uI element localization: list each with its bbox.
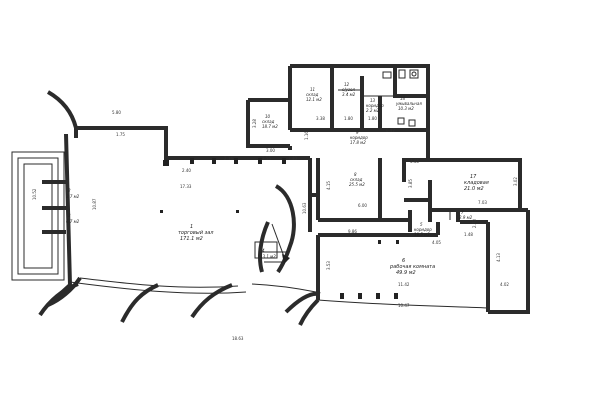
room-4-area: 13.1 м2 (260, 254, 276, 259)
room-17-area: 21.0 м2 (464, 186, 484, 192)
dim-label: 1.80 (344, 116, 353, 121)
room-4-num: 4 (262, 248, 265, 253)
room-13-num: 13 (370, 98, 376, 103)
room-12-area: 3.4 м2 (342, 92, 356, 97)
staircase (254, 184, 296, 274)
dim-label: 6.42 (386, 128, 395, 133)
room-8-area: 25.5 м2 (349, 182, 365, 187)
dim-label: 10.52 (32, 188, 37, 200)
dim-label: 4.15 (326, 181, 331, 190)
outer-walls (46, 64, 530, 314)
room-6-name: рабочая комната (389, 264, 435, 270)
room-7-num: 7 (461, 210, 464, 215)
room-17-num: 17 (470, 174, 477, 180)
room-9-area: 17.8 м2 (350, 140, 366, 145)
room-5-name: коридор (414, 227, 432, 232)
room-13-area: 2.2 м2 (366, 108, 380, 113)
room-11-name: склад (306, 92, 319, 97)
dim-label: 4.13 (496, 253, 501, 262)
room-labels: 1 торговый зал 171.1 м2 2 3.7 м2 3 6.7 м… (66, 82, 489, 276)
facade-arcs (38, 276, 489, 326)
dim-label: 3.28 (252, 119, 257, 128)
dim-label: 9.86 (348, 229, 357, 234)
dim-label: 1.80 (368, 116, 377, 121)
entrance-steps (11, 151, 66, 281)
room-14-name: умывальная (395, 101, 422, 106)
room-6-area: 49.9 м2 (396, 270, 416, 276)
dim-label: 1.75 (116, 132, 125, 137)
dim-label: 3.85 (408, 179, 413, 188)
columns (160, 158, 399, 299)
room-10-name: склад (262, 119, 275, 124)
fixtures (382, 69, 419, 127)
dim-label: 10.63 (302, 202, 307, 214)
room-6-num: 6 (402, 258, 405, 264)
room-1-num: 1 (190, 224, 193, 230)
dim-label: 4.02 (500, 282, 509, 287)
dim-label: 7.03 (478, 200, 487, 205)
dim-label: 10.47 (398, 303, 410, 308)
room-11-num: 11 (310, 87, 315, 92)
room-2-area: 3.7 м2 (66, 194, 80, 199)
dim-label: 2.40 (182, 168, 191, 173)
room-12-name: с/узел (342, 87, 356, 92)
dim-label: 1.16 (304, 131, 309, 140)
room-9-name: коридор (350, 135, 368, 140)
room-2-num: 2 (68, 188, 71, 193)
dim-label: 1.40 (288, 156, 297, 161)
dimension-labels: 5.80 1.75 17.33 2.40 2.14 2.55 1.40 10.8… (32, 110, 518, 341)
room-1-area: 171.1 м2 (180, 236, 203, 242)
room-12-num: 12 (344, 82, 350, 87)
dim-label: 3.00 (266, 148, 275, 153)
room-8-num: 8 (354, 172, 357, 177)
room-3-area: 6.7 м2 (66, 219, 80, 224)
dim-label: 4.05 (432, 240, 441, 245)
room-5-num: 5 (420, 222, 423, 227)
room-10-area: 18.7 м2 (262, 124, 278, 129)
dim-label: 2.14 (224, 156, 233, 161)
room-17-name: кладовая (464, 180, 489, 186)
room-8-name: склад (350, 177, 363, 182)
dim-label: 2.55 (262, 156, 271, 161)
room-13-name: коридор (366, 103, 384, 108)
room-14-num: 14 (400, 96, 406, 101)
dim-label: 18.63 (232, 336, 244, 341)
room-10-num: 10 (265, 114, 271, 119)
room-1-name: торговый зал (178, 230, 214, 236)
room-9-num: 9 (356, 130, 359, 135)
dim-label: 3.65 (410, 159, 419, 164)
dim-label: 1.48 (464, 232, 473, 237)
dim-label: 3.02 (513, 177, 518, 186)
dim-label: 5.80 (112, 110, 121, 115)
dim-label: 10.87 (92, 198, 97, 210)
dim-label: 2.73 (472, 219, 477, 228)
dim-label: 3.53 (326, 261, 331, 270)
room-5-area: 19.5 м2 (414, 232, 430, 237)
dim-label: 3.38 (316, 116, 325, 121)
room-11-area: 12.1 м2 (306, 97, 322, 102)
dim-label: 6.00 (358, 203, 367, 208)
interior-walls (288, 66, 490, 312)
room-14-area: 10.3 м2 (398, 106, 414, 111)
room-7-area: 2.9 м2 (459, 215, 473, 220)
room-3-num: 3 (68, 213, 71, 218)
dim-label: 17.33 (180, 184, 192, 189)
dim-label: 11.42 (398, 282, 410, 287)
